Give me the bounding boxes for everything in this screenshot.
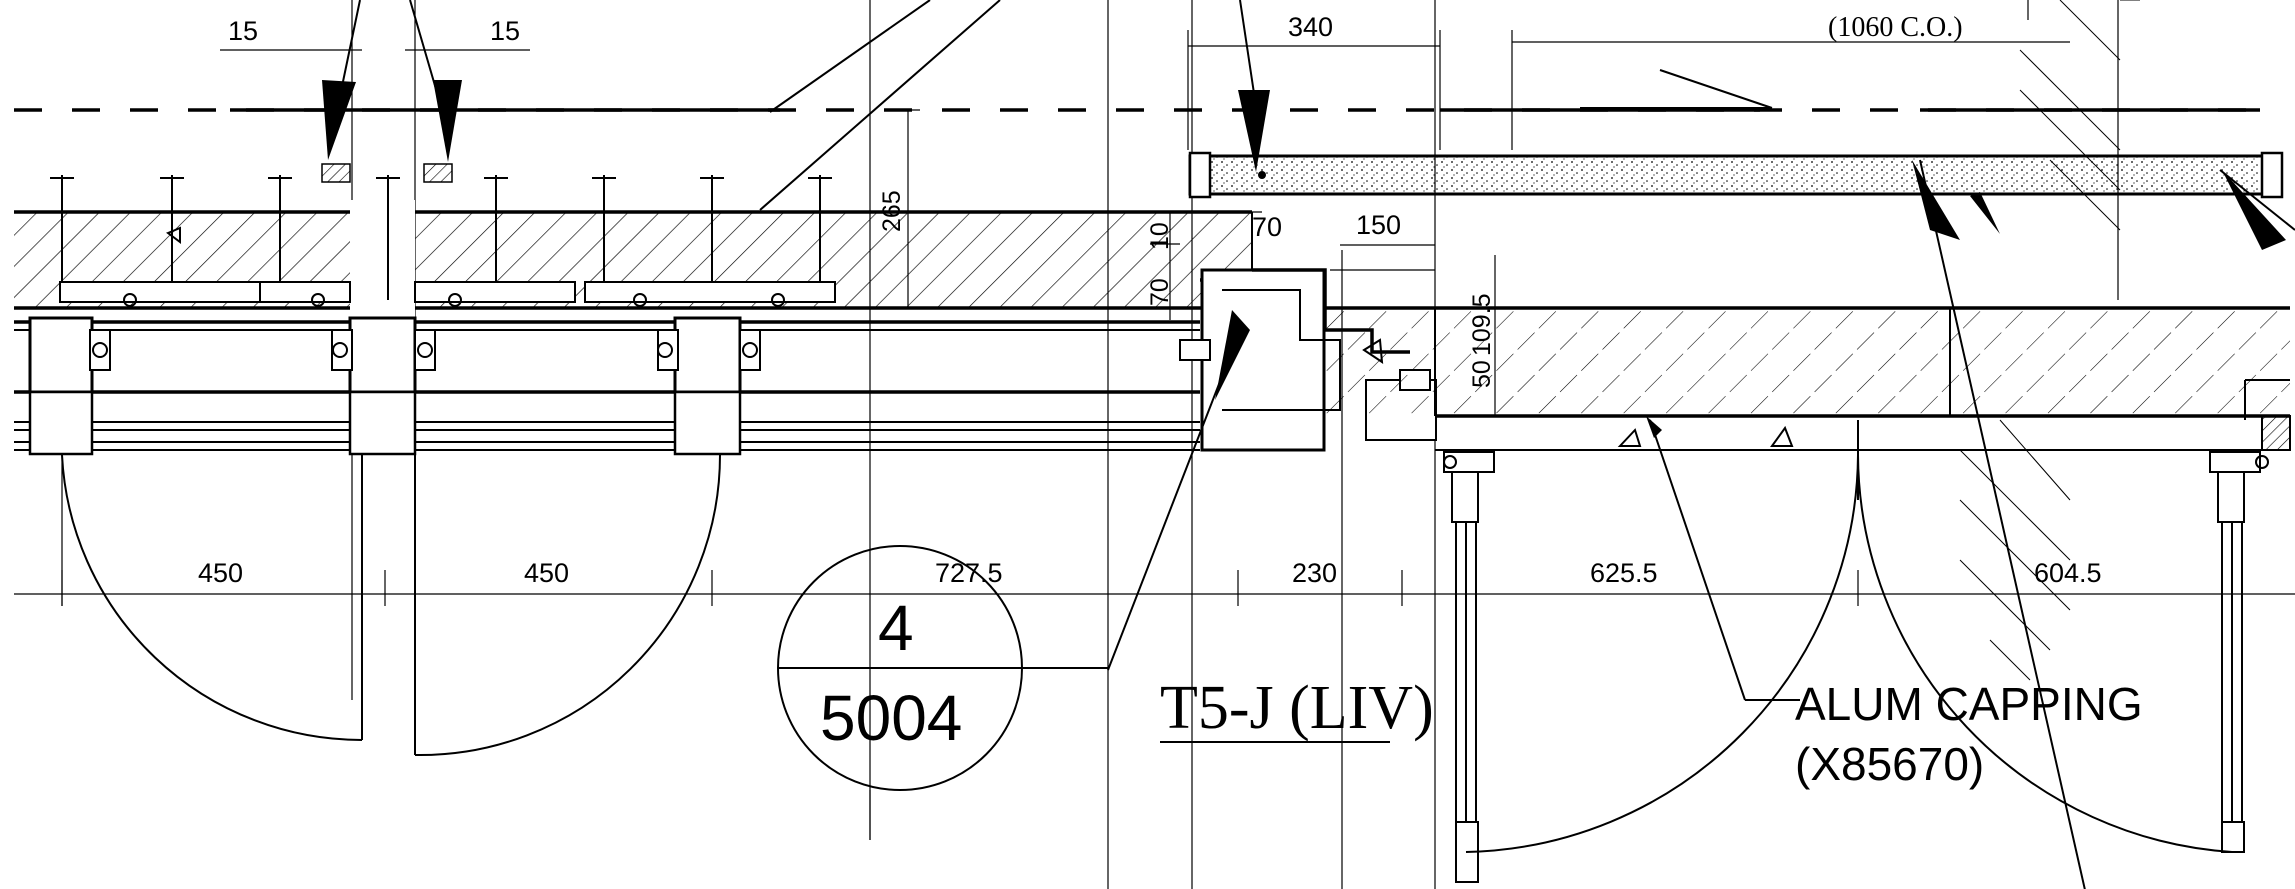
section-marker — [777, 545, 1108, 840]
glazing-panel-top — [1188, 151, 2295, 889]
dim-604-5: 604.5 — [2034, 558, 2102, 588]
door-frames — [28, 293, 785, 456]
callout-label: ALUM CAPPING — [1795, 678, 2143, 730]
ceiling-slab-left — [14, 200, 1253, 320]
transom-frames — [14, 281, 1200, 451]
dim-10: 10 — [1146, 222, 1174, 250]
dim-450-right: 450 — [524, 558, 569, 588]
column-hatching — [1959, 0, 2140, 681]
hatched-block — [321, 163, 351, 183]
dim-340: 340 — [1288, 12, 1333, 42]
dim-15-left: 15 — [228, 16, 258, 46]
bottom-dimension-line — [14, 455, 2295, 606]
dim-1060-co: (1060 C.O.) — [1828, 12, 1963, 43]
hatched-block — [423, 163, 453, 183]
drawing-title: T5-J (LIV) — [1160, 674, 1434, 742]
section-sheet: 5004 — [820, 682, 962, 754]
hanger-rods — [50, 175, 832, 300]
callout-part-number: (X85670) — [1795, 738, 1984, 790]
vertical-dims — [900, 109, 1496, 416]
dim-265: 265 — [878, 190, 906, 232]
dim-70: 70 — [1252, 212, 1282, 242]
callout-leader — [1646, 416, 1800, 701]
dim-230: 230 — [1292, 558, 1337, 588]
dim-15-right: 15 — [490, 16, 520, 46]
dim-70-vertical: 70 — [1146, 278, 1174, 306]
level-markers — [166, 226, 1794, 447]
door-swings — [61, 420, 2233, 853]
dim-450-left: 450 — [198, 558, 243, 588]
dim-109-5: 109.5 — [1468, 293, 1496, 356]
wall-slab-right — [1325, 306, 2291, 451]
top-dimensions — [220, 30, 2070, 150]
dim-625-5: 625.5 — [1590, 558, 1658, 588]
dim-150: 150 — [1356, 210, 1401, 240]
leader-arrows — [322, 0, 1773, 211]
window-mullion-right — [2209, 451, 2269, 853]
window-mullion-left — [1443, 451, 1495, 883]
dim-727-5: 727.5 — [935, 558, 1003, 588]
section-number: 4 — [878, 592, 914, 664]
dim-50: 50 — [1468, 360, 1496, 388]
